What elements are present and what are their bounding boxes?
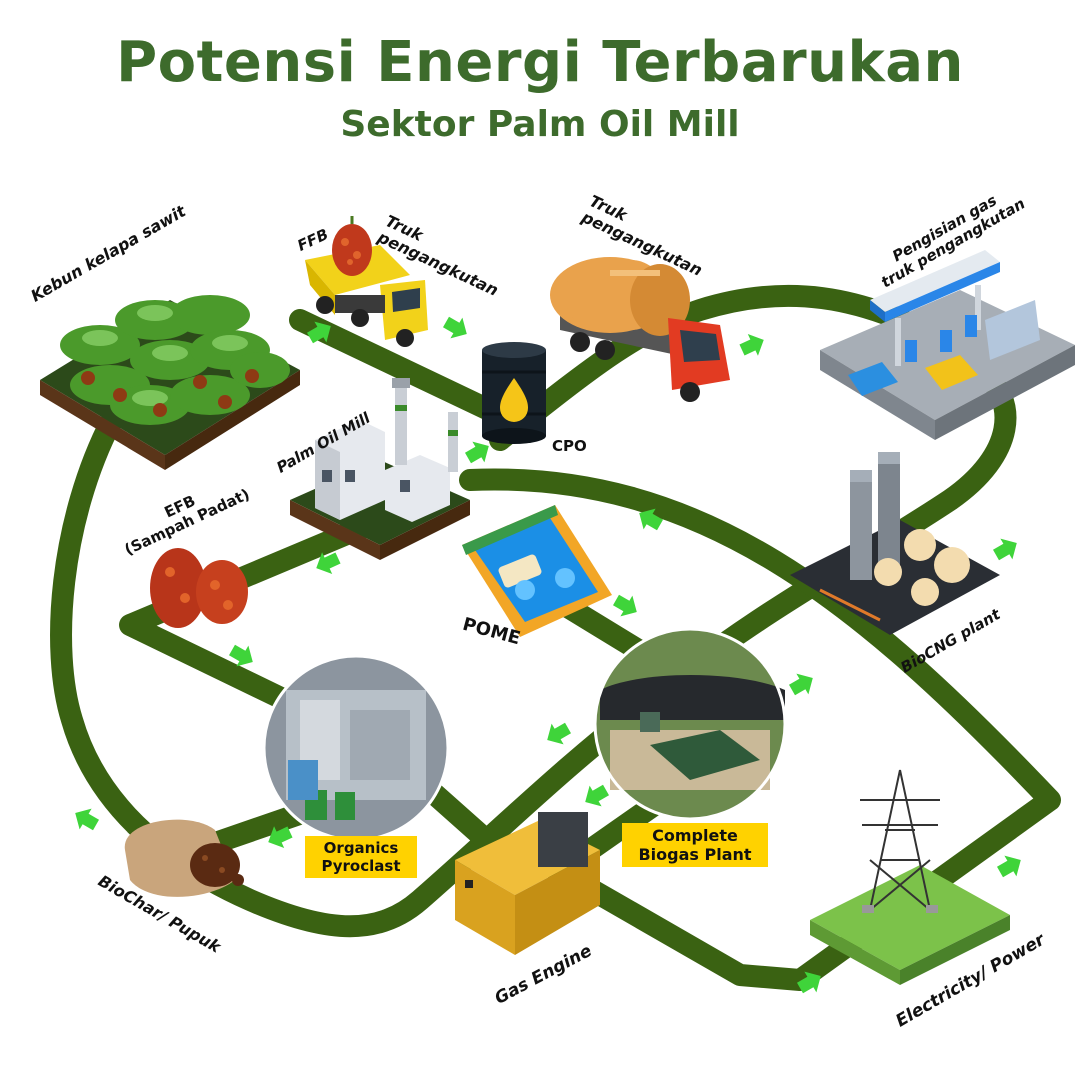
arrow-biochar-plantation <box>75 808 99 831</box>
oil-drum-icon <box>482 342 546 444</box>
electricity-tower-icon <box>810 769 1010 985</box>
arrow-biocng-right <box>993 538 1017 561</box>
track-plantation-to-oil <box>289 309 521 431</box>
gas-station-icon <box>820 250 1075 440</box>
label-pyroclast-line2: Pyroclast <box>321 857 401 875</box>
arrow-biogas-biocng <box>789 673 813 696</box>
biochar-sack-icon <box>124 819 244 897</box>
main-title: Potensi Energi Terbarukan <box>116 30 964 95</box>
palm-oil-mill-icon <box>290 378 470 560</box>
flow-arrows <box>75 316 1021 994</box>
biocng-plant-icon <box>790 452 1000 635</box>
gas-engine-icon <box>455 812 600 955</box>
arrow-truck-cpo <box>443 316 467 339</box>
label-biogas-line2: Biogas Plant <box>638 845 752 865</box>
arrow-mill-efb <box>316 552 341 574</box>
tanker-truck-icon <box>550 257 730 402</box>
label-biogas-line1: Complete <box>652 826 738 845</box>
label-cpo: CPO <box>552 437 587 455</box>
pyroclast-photo <box>262 654 450 842</box>
arrow-mill-cpo <box>465 441 489 464</box>
arrow-biocng-up <box>639 508 663 531</box>
arrow-efb-pyroclast <box>229 644 253 667</box>
arrow-electricity-right <box>997 855 1021 878</box>
arrow-pome-biogas <box>613 594 637 617</box>
arrow-engine-electricity <box>797 971 821 994</box>
plantation-icon <box>40 295 300 470</box>
efb-bunch-icon <box>150 548 248 628</box>
label-pyroclast-line1: Organics <box>323 839 399 857</box>
dump-truck-icon <box>305 216 428 347</box>
track-outer-loop <box>50 359 1017 938</box>
arrow-pyroclast-biochar <box>268 826 293 848</box>
arrow-biogas-engine <box>585 784 609 807</box>
arrow-tanker-station <box>739 334 764 356</box>
label-pyroclast: Organics Pyroclast <box>305 836 417 878</box>
biogas-plant-photo <box>593 627 787 821</box>
track-mill-to-efb <box>119 509 391 711</box>
pome-pond-icon <box>462 505 612 637</box>
label-biogas: Complete Biogas Plant <box>622 823 768 868</box>
subtitle: Sektor Palm Oil Mill <box>340 104 740 145</box>
arrow-biogas-pyroclast <box>547 722 571 745</box>
arrow-plantation-truck <box>307 321 331 344</box>
